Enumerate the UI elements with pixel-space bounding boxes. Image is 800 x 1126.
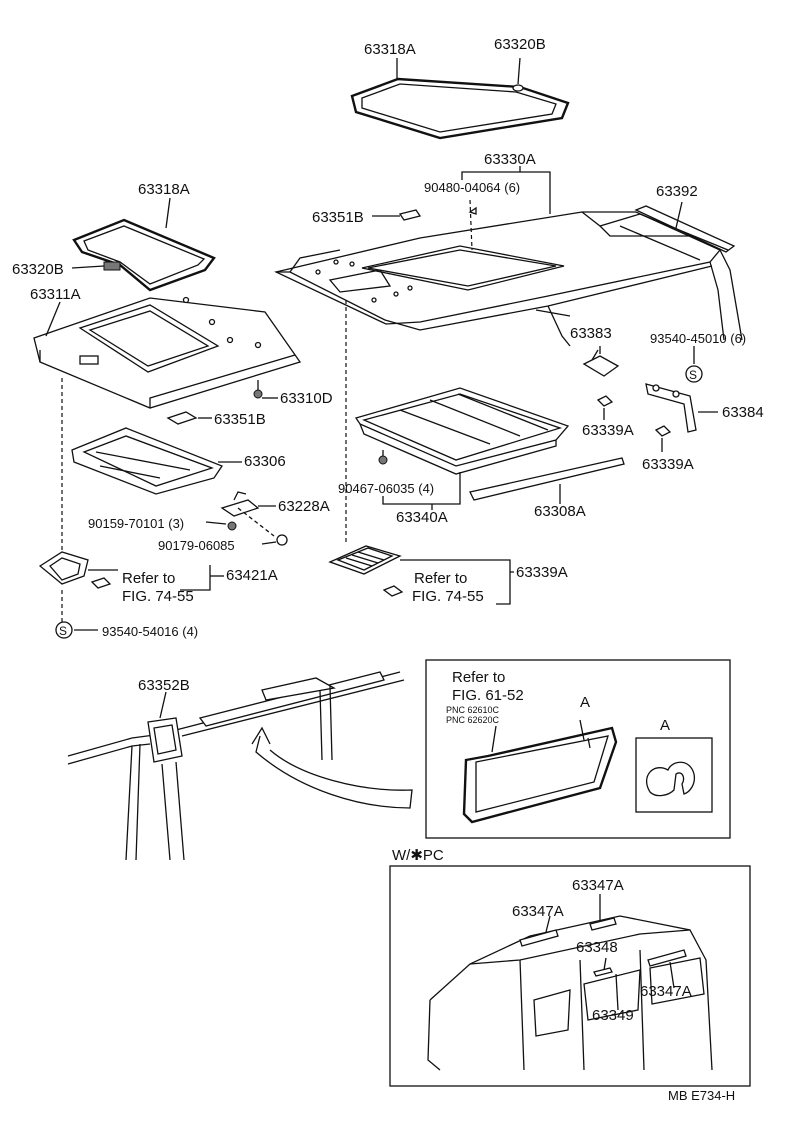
leader-inset-glass: [491, 725, 497, 753]
label-inset-a1: A: [580, 694, 591, 711]
label-inset-refer-2: FIG. 61-52: [452, 687, 524, 704]
leader-63421a: [88, 565, 211, 591]
bracket-63347a-3: [647, 949, 687, 967]
leader-63349: [615, 973, 619, 1011]
s-mark-right: [685, 365, 703, 383]
leader-90179: [261, 541, 277, 545]
label-inset-a2: A: [660, 717, 671, 734]
label-refer-mid-2: FIG. 74-55: [412, 588, 484, 605]
label-63351b-top: 63351B: [312, 209, 364, 226]
sunroof-weatherstrip-left: [72, 218, 216, 292]
s-mark-left: [55, 621, 73, 639]
label-63347a-3: 63347A: [640, 983, 692, 1000]
leader-63330a: [461, 166, 551, 214]
leader-63348: [603, 957, 607, 971]
label-63306: 63306: [244, 453, 286, 470]
grille-63339a: [328, 545, 404, 597]
label-63348: 63348: [576, 939, 618, 956]
bracket-63347a-2: [589, 917, 617, 931]
label-inset-pnc-2: PNC 62620C: [446, 715, 500, 725]
label-63392: 63392: [656, 183, 698, 200]
label-63311a: 63311A: [30, 286, 81, 303]
drip-rail-63392: [619, 205, 736, 261]
leader-63392: [675, 201, 683, 229]
label-inset-pnc-1: PNC 62610C: [446, 705, 500, 715]
label-63339a-1: 63339A: [582, 422, 634, 439]
footer-code: MB E734-H: [668, 1088, 736, 1103]
label-s-left: S: [59, 624, 68, 638]
label-w-pc: W/✱PC: [392, 847, 444, 864]
sunshade-frame-63306: [71, 427, 223, 495]
label-63421a: 63421A: [226, 567, 278, 584]
label-63318a-top: 63318A: [364, 41, 416, 58]
label-63310d: 63310D: [280, 390, 333, 407]
sunroof-weatherstrip-top: [350, 77, 570, 140]
leader-63311a: [45, 301, 61, 337]
inset-frame-glass: [425, 659, 731, 839]
label-93540-54016: 93540-54016 (4): [102, 624, 199, 639]
label-s-right: S: [689, 368, 698, 382]
label-90480: 90480-04064 (6): [424, 180, 521, 195]
label-63318a-left: 63318A: [138, 181, 190, 198]
leader-63347a-1: [545, 915, 551, 933]
roof-panel-63330a: [274, 211, 743, 347]
label-63349: 63349: [592, 1007, 634, 1024]
inset-frame-car: [389, 865, 751, 1087]
screw-90467: [378, 455, 388, 465]
label-refer-mid-1: Refer to: [414, 570, 468, 587]
label-93540-45010: 93540-45010 (6): [650, 331, 747, 346]
strip-63308a: [469, 457, 625, 501]
label-90159: 90159-70101 (3): [88, 516, 185, 531]
label-63228a: 63228A: [278, 498, 330, 515]
label-inset-refer-1: Refer to: [452, 669, 506, 686]
stopper-63351b-left: [166, 411, 198, 425]
label-63383: 63383: [570, 325, 612, 342]
leader-90159: [205, 521, 227, 525]
clip-63339a-2: [654, 425, 672, 437]
nut-90480: [468, 206, 477, 215]
bracket-63383: [582, 349, 620, 377]
label-90179: 90179-06085: [158, 538, 235, 553]
leader-63320b-left: [71, 265, 105, 269]
label-63320b-top: 63320B: [494, 36, 546, 53]
handle-63421a: [38, 551, 112, 589]
label-63330a: 63330A: [484, 151, 536, 168]
bracket-63347a-1: [519, 929, 559, 947]
label-63384: 63384: [722, 404, 764, 421]
label-refer-left-1: Refer to: [122, 570, 176, 587]
bracket-63348: [593, 967, 613, 977]
label-63347a-1: 63347A: [512, 903, 564, 920]
leader-63347a-3: [669, 961, 675, 989]
door-glass-62610c: [462, 719, 618, 824]
bracket-63384: [645, 383, 697, 433]
label-63351b-left: 63351B: [214, 411, 266, 428]
leader-63352b: [159, 691, 167, 719]
weatherstrip-section: [645, 761, 696, 797]
leader-63320b-top: [517, 57, 521, 85]
label-refer-left-2: FIG. 74-55: [122, 588, 194, 605]
stopper-63351b-top: [398, 209, 422, 221]
label-63339a-3: 63339A: [516, 564, 568, 581]
roof-side-molding: [67, 671, 413, 861]
label-63320b-left: 63320B: [12, 261, 64, 278]
leader-63318a-left: [165, 197, 171, 229]
label-63308a: 63308A: [534, 503, 586, 520]
sunshade-63340a: [354, 387, 570, 475]
label-63340a: 63340A: [396, 509, 448, 526]
label-63352b: 63352B: [138, 677, 190, 694]
label-90467: 90467-06035 (4): [338, 481, 435, 496]
clip-63339a-1: [596, 395, 614, 407]
leader-63339a-3: [400, 559, 514, 605]
inset-detail-a: [635, 737, 713, 813]
sunroof-trim-panel: [33, 296, 302, 409]
van-body-outline: [427, 915, 713, 1071]
label-63339a-2: 63339A: [642, 456, 694, 473]
bracket-63228a: [220, 491, 288, 546]
screw-63310d: [253, 380, 278, 399]
dashed-roof-screw: [469, 199, 473, 251]
label-63347a-2: 63347A: [572, 877, 624, 894]
leader-63340a: [382, 472, 461, 510]
